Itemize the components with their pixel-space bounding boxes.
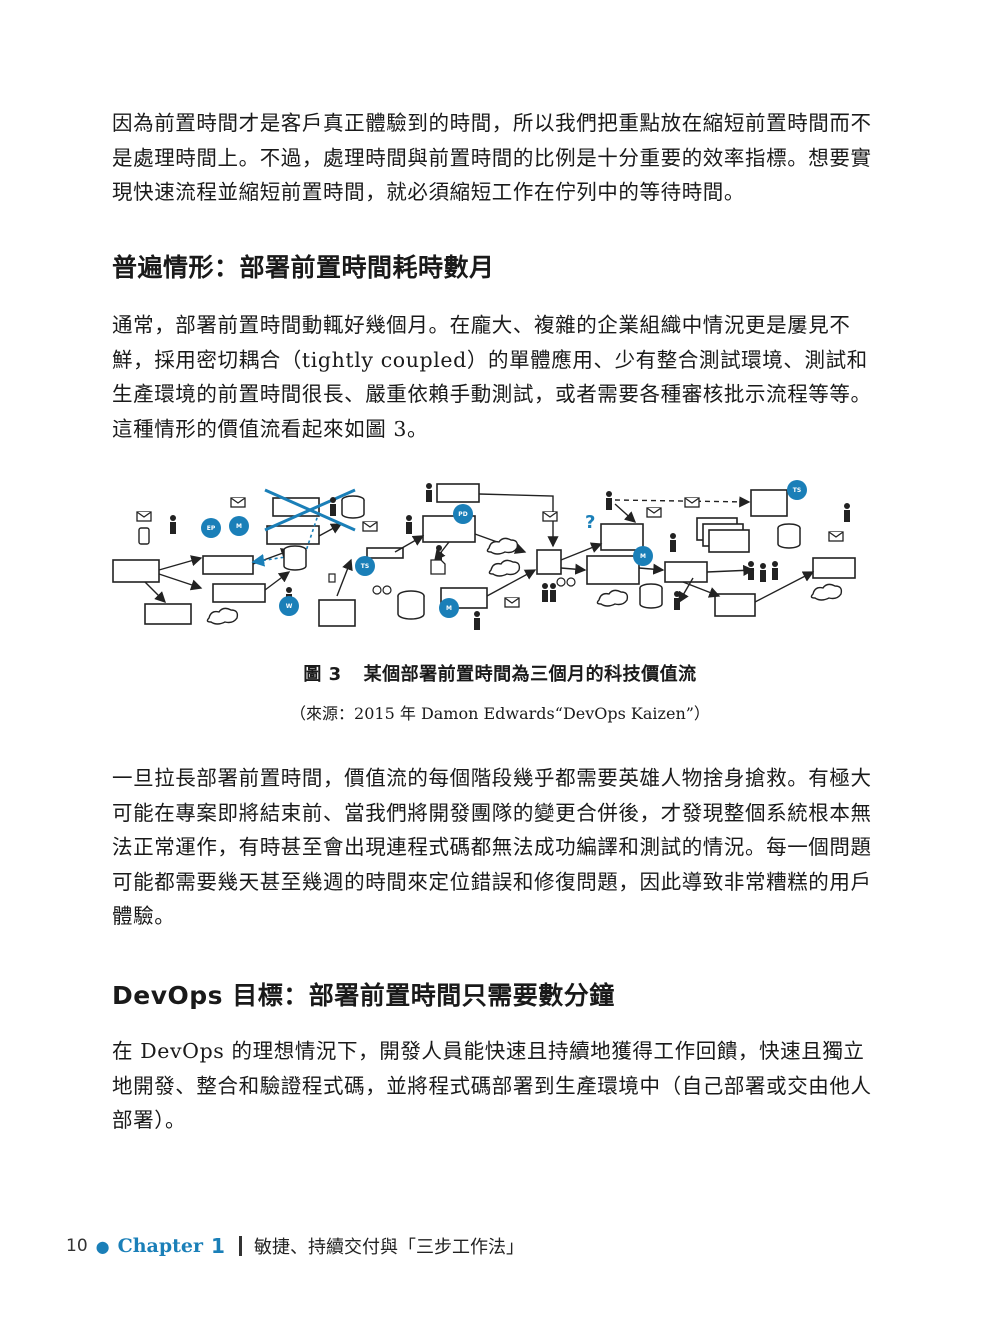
figure-caption: 圖 3 某個部署前置時間為三個月的科技價值流	[0, 660, 1000, 686]
badges: EP M PD TS W M M TS	[201, 480, 807, 618]
database-icon	[777, 523, 801, 549]
flow-arrow	[614, 503, 637, 523]
person-icon	[674, 591, 680, 610]
person-icon	[330, 497, 336, 516]
process-box	[266, 525, 320, 545]
process-box	[708, 529, 750, 553]
cloud-icon	[488, 559, 521, 577]
process-box	[112, 559, 160, 583]
process-box	[272, 497, 320, 517]
database-icon	[283, 545, 307, 571]
cloud-icon	[596, 589, 629, 607]
person-icon	[550, 583, 556, 602]
figure-number: 圖 3	[303, 664, 342, 685]
badge-ep: EP	[201, 518, 221, 538]
database-icon	[397, 590, 425, 620]
email-icon	[828, 531, 844, 542]
process-box	[436, 483, 480, 503]
figure-title: 某個部署前置時間為三個月的科技價值流	[363, 664, 697, 685]
badge-m: M	[633, 546, 653, 566]
process-box	[714, 593, 756, 617]
process-box	[536, 549, 562, 575]
paragraph-devops-ideal: 在 DevOps 的理想情況下，開發人員能快速且持續地獲得工作回饋，快速且獨立地…	[112, 1039, 872, 1132]
lock-icon	[328, 573, 336, 583]
email-icon	[684, 497, 700, 508]
value-stream-diagram: ? EP M PD TS W M M TS	[112, 480, 856, 630]
dashed-flow-arrow	[614, 496, 751, 508]
cloud-icon	[810, 583, 843, 601]
crossed-out-flow	[264, 488, 356, 532]
process-box	[144, 603, 192, 625]
cloud-icons	[206, 537, 843, 625]
process-box	[586, 555, 640, 585]
glasses-icons	[372, 577, 576, 595]
figure-source: （來源：2015 年 Damon Edwards“DevOps Kaizen”）	[290, 704, 710, 723]
cloud-icon	[486, 537, 519, 555]
svg-text:TS: TS	[361, 563, 369, 570]
person-icon	[474, 611, 480, 630]
svg-text:TS: TS	[793, 487, 801, 494]
person-icon	[426, 483, 432, 502]
paragraph-intro: 因為前置時間才是客戶真正體驗到的時間，所以我們把重點放在縮短前置時間而不是處理時…	[112, 111, 872, 204]
process-box	[318, 599, 356, 627]
process-box	[202, 555, 254, 575]
bullet-separator: ●	[95, 1236, 110, 1256]
svg-text:M: M	[446, 605, 452, 612]
chapter-title: 敏捷、持續交付與「三步工作法」	[253, 1237, 524, 1258]
process-box	[750, 489, 788, 517]
paragraph-typical-case: 通常，部署前置時間動輒好幾個月。在龐大、複雜的企業組織中情況更是屢見不鮮，採用密…	[112, 313, 872, 441]
email-icon	[504, 597, 520, 608]
svg-text:M: M	[236, 523, 242, 530]
badge-ts: TS	[787, 480, 807, 500]
process-box	[812, 557, 856, 579]
person-icon	[760, 563, 766, 582]
person-icon	[772, 561, 778, 580]
email-icon	[646, 507, 662, 518]
person-icon	[670, 533, 676, 552]
question-mark: ?	[585, 512, 595, 533]
cloud-icon	[206, 607, 239, 625]
database-icons	[283, 495, 801, 620]
svg-text:W: W	[286, 603, 293, 610]
process-boxes	[112, 483, 856, 627]
svg-text:EP: EP	[207, 525, 216, 532]
email-icon	[136, 511, 152, 522]
badge-m: M	[439, 598, 459, 618]
email-icons	[136, 497, 844, 608]
glasses-icon	[556, 577, 576, 587]
person-icon	[406, 515, 412, 534]
badge-ts: TS	[355, 556, 375, 576]
person-icon	[436, 545, 442, 564]
person-icon	[844, 503, 850, 522]
database-icon	[341, 495, 365, 519]
person-icon	[748, 561, 754, 580]
process-box	[664, 561, 708, 583]
badge-m: M	[229, 516, 249, 536]
person-icon	[542, 583, 548, 602]
process-box	[600, 523, 644, 551]
chapter-number: 1	[211, 1234, 225, 1258]
page-footer: 10 ● Chapter 1 敏捷、持續交付與「三步工作法」	[66, 1232, 524, 1260]
database-icon	[639, 583, 663, 609]
person-icon	[170, 515, 176, 534]
heading-devops-goal: DevOps 目標：部署前置時間只需要數分鐘	[112, 981, 615, 1010]
chapter-label: Chapter	[117, 1235, 204, 1257]
paragraph-hero-effort: 一旦拉長部署前置時間，價值流的每個階段幾乎都需要英雄人物捨身搶救。有極大可能在專…	[112, 766, 872, 928]
document-icon	[430, 559, 446, 575]
process-box	[366, 547, 404, 559]
glasses-icon	[372, 585, 392, 595]
footer-divider	[238, 1236, 242, 1256]
person-icon	[606, 491, 612, 510]
phone-icon	[138, 527, 150, 545]
svg-text:M: M	[640, 553, 646, 560]
svg-text:PD: PD	[458, 511, 467, 518]
heading-typical-case: 普遍情形：部署前置時間耗時數月	[112, 253, 495, 282]
badge-w: W	[279, 596, 299, 616]
email-icon	[230, 497, 246, 508]
email-icon	[362, 521, 378, 532]
process-box	[212, 583, 266, 603]
email-icon	[542, 511, 558, 522]
page-number: 10	[66, 1236, 88, 1256]
badge-pd: PD	[453, 504, 473, 524]
